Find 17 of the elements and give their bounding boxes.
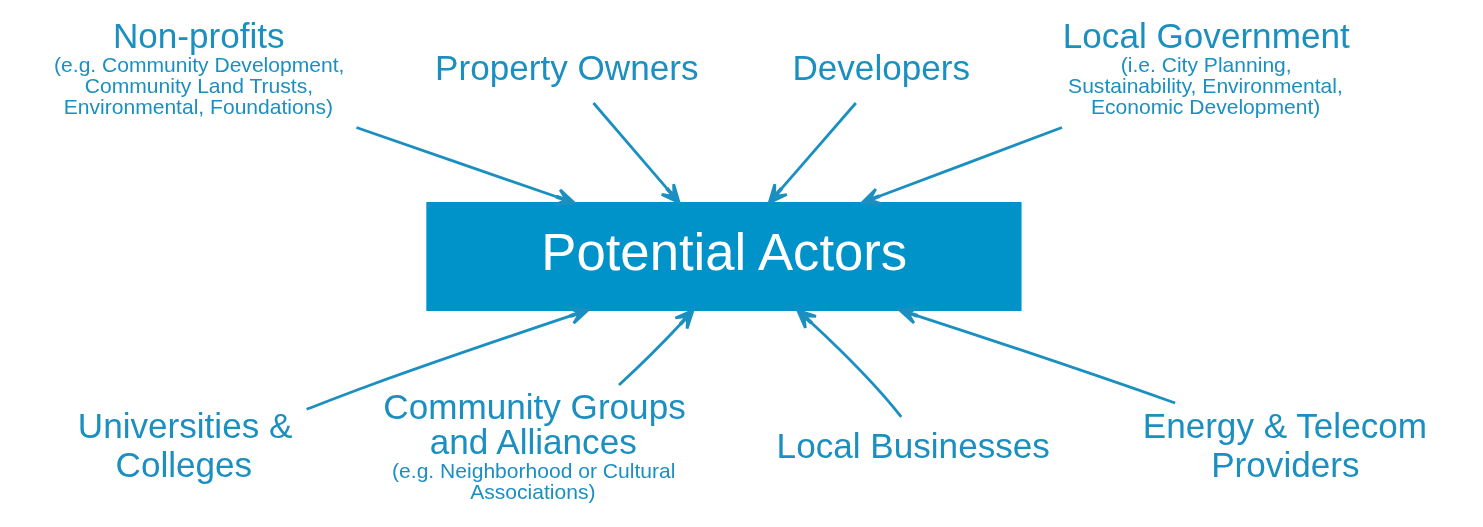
node-text: Property Owners bbox=[435, 48, 699, 88]
node-text: Community Groups and Alliances (e.g. Neighborhood or Cultural Associations) bbox=[383, 386, 686, 503]
arrow bbox=[860, 126, 1063, 206]
node-text: Developers bbox=[792, 48, 971, 88]
node-text: Energy & Telecom Providers bbox=[1142, 406, 1427, 484]
arrow bbox=[767, 102, 857, 204]
arrow bbox=[796, 308, 903, 418]
arrow bbox=[618, 308, 695, 387]
node-text: Non-profits (e.g. Community Development, Community Land Trusts, Environmental, Foundations) bbox=[54, 16, 345, 119]
arrow bbox=[898, 306, 1176, 405]
arrow bbox=[592, 102, 681, 204]
node-text: Local Government (i.e. City Planning, Sustainability, Environmental, Economic Development) bbox=[1062, 16, 1350, 119]
arrow bbox=[356, 126, 576, 206]
node-text: Local Businesses bbox=[776, 425, 1050, 465]
node-text: Universities & Colleges bbox=[77, 406, 293, 484]
arrow bbox=[306, 306, 590, 411]
node-box: Potential Actors bbox=[426, 202, 1022, 311]
